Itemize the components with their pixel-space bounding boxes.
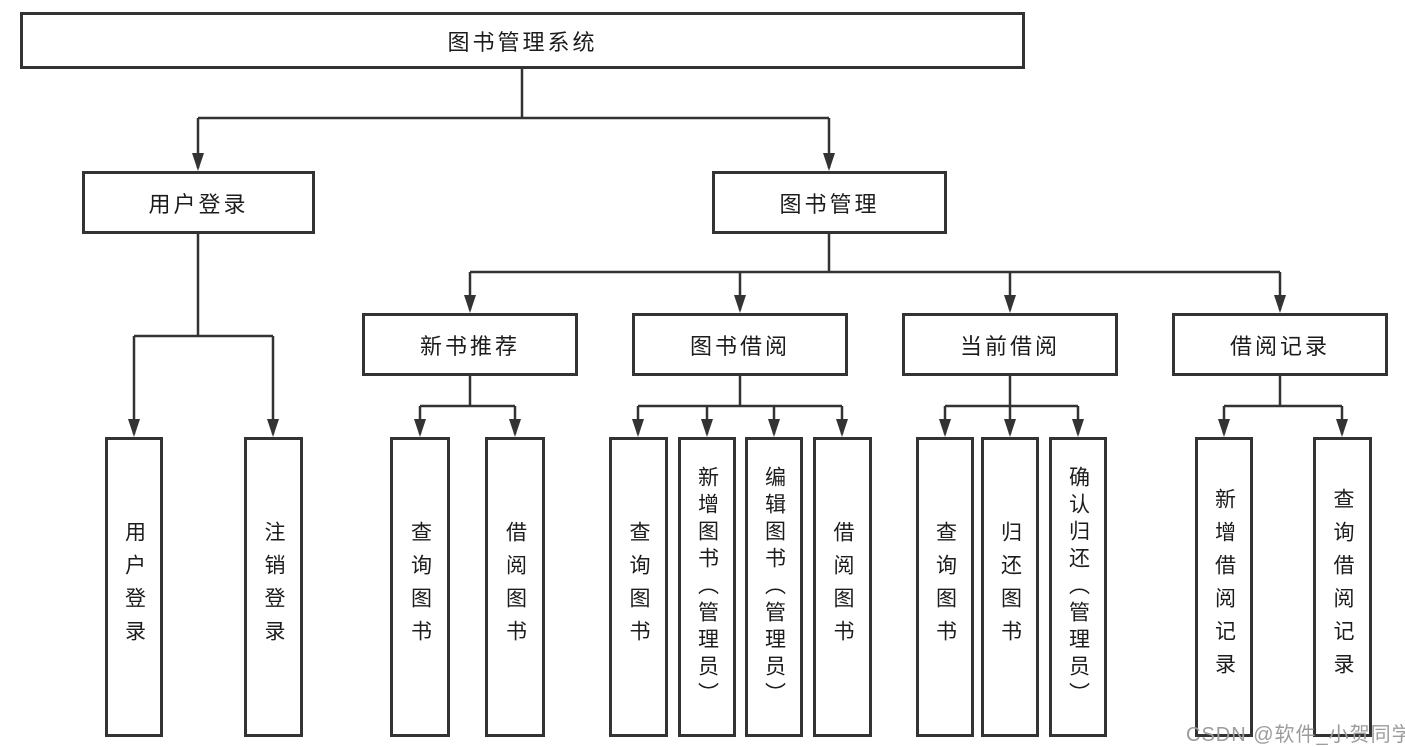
connector-borrow-records-children xyxy=(1218,376,1348,437)
node-label: 查询借阅记录 xyxy=(1331,488,1354,686)
node-label: 用户登录 xyxy=(122,521,146,653)
leaf-query-borrow-record: 查询借阅记录 xyxy=(1313,437,1372,737)
connector-book-management-children xyxy=(464,234,1286,313)
leaf-return-book: 归还图书 xyxy=(981,437,1039,737)
node-book-management: 图书管理 xyxy=(712,171,947,234)
leaf-logout: 注销登录 xyxy=(244,437,303,737)
leaf-confirm-return-admin: 确认归还（管理员） xyxy=(1049,437,1107,737)
node-label: 图书管理 xyxy=(779,191,880,217)
connector-current-borrow-children xyxy=(939,376,1084,437)
node-label: 查询图书 xyxy=(627,521,650,653)
node-user-login: 用户登录 xyxy=(82,171,315,234)
node-label: 编辑图书（管理员） xyxy=(762,465,786,709)
leaf-edit-book-admin: 编辑图书（管理员） xyxy=(745,437,803,737)
leaf-add-book-admin: 新增图书（管理员） xyxy=(678,437,736,737)
leaf-query-books-recommend: 查询图书 xyxy=(390,437,450,737)
connector-new-book-recommend-children xyxy=(414,376,521,437)
node-new-book-recommend: 新书推荐 xyxy=(362,313,578,376)
node-label: 新书推荐 xyxy=(419,333,520,359)
node-label: 归还图书 xyxy=(998,521,1022,653)
node-label: 注销登录 xyxy=(262,521,285,653)
leaf-query-books-current: 查询图书 xyxy=(916,437,974,737)
leaf-user-login: 用户登录 xyxy=(105,437,163,737)
connector-book-borrow-children xyxy=(632,376,848,437)
connector-root-to-level1 xyxy=(192,69,835,171)
node-label: 确认归还（管理员） xyxy=(1066,465,1090,709)
leaf-borrow-books: 借阅图书 xyxy=(813,437,872,737)
leaf-borrow-books-recommend: 借阅图书 xyxy=(485,437,545,737)
node-label: 新增借阅记录 xyxy=(1212,488,1236,686)
leaf-add-borrow-record: 新增借阅记录 xyxy=(1195,437,1253,737)
node-label: 查询图书 xyxy=(933,521,957,653)
node-label: 图书借阅 xyxy=(689,333,790,359)
leaf-query-books-borrow: 查询图书 xyxy=(609,437,668,737)
node-label: 查询图书 xyxy=(408,521,432,653)
node-label: 借阅图书 xyxy=(503,521,527,653)
node-borrow-records: 借阅记录 xyxy=(1172,313,1388,376)
node-label: 借阅图书 xyxy=(831,521,854,653)
node-label: 用户登录 xyxy=(148,191,249,217)
connector-user-login-children xyxy=(128,234,279,437)
csdn-watermark: CSDN @软件_小贺同学 xyxy=(1186,724,1405,746)
node-label: 当前借阅 xyxy=(959,333,1060,359)
node-label: 借阅记录 xyxy=(1229,333,1330,359)
node-system-root: 图书管理系统 xyxy=(20,12,1025,69)
node-current-borrow: 当前借阅 xyxy=(902,313,1118,376)
node-book-borrow: 图书借阅 xyxy=(632,313,848,376)
node-label: 图书管理系统 xyxy=(447,29,598,55)
node-label: 新增图书（管理员） xyxy=(695,465,719,709)
